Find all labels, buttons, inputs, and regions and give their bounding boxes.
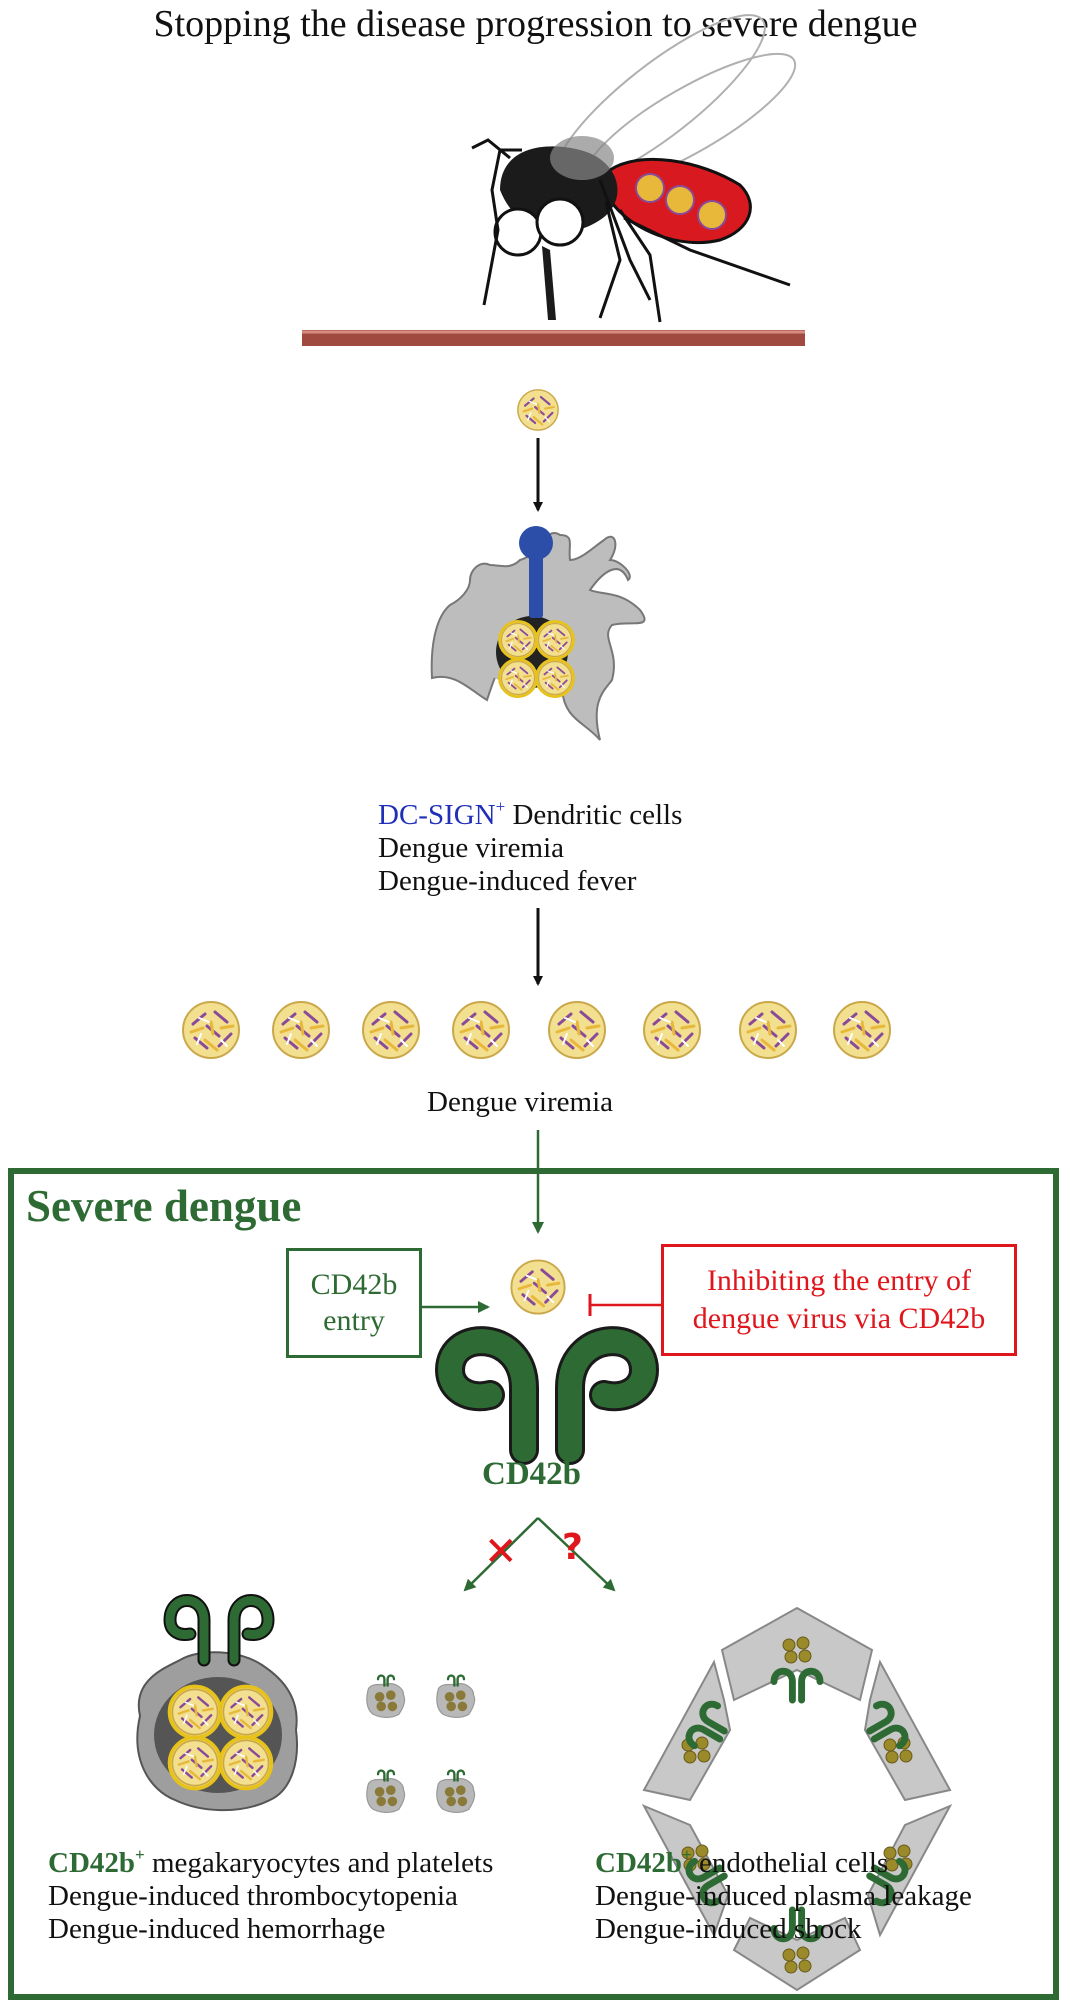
virus-icon xyxy=(361,1000,421,1060)
endothelial-marker: CD42b xyxy=(595,1847,683,1879)
megakaryocyte-line3: Dengue-induced hemorrhage xyxy=(48,1913,386,1945)
endothelial-line2: Dengue-induced plasma leakage xyxy=(595,1880,972,1912)
arrow-to-megakaryocytes xyxy=(463,1517,539,1592)
severe-dengue-box xyxy=(8,1168,1059,2000)
severe-dengue-title: Severe dengue xyxy=(26,1181,302,1231)
viremia-row xyxy=(181,1000,892,1060)
virus-icon xyxy=(181,1000,241,1060)
megakaryocyte-sup: + xyxy=(135,1845,145,1864)
dc-sign-marker: DC-SIGN xyxy=(378,799,496,831)
endothelial-cell: endothelial cells xyxy=(691,1847,889,1879)
endothelial-line1: CD42b+ endothelial cells xyxy=(595,1845,972,1880)
cd42b-entry-line2: entry xyxy=(323,1304,385,1337)
dendritic-cell-name: Dendritic cells xyxy=(505,799,683,831)
virus-icon xyxy=(738,1000,798,1060)
mosquito-icon xyxy=(471,14,797,323)
endothelial-line3: Dengue-induced shock xyxy=(595,1913,862,1945)
dendritic-cell-line3: Dengue-induced fever xyxy=(378,865,637,897)
dendritic-cell-line1: DC-SIGN+ Dendritic cells xyxy=(378,797,683,832)
inhibition-line xyxy=(588,1294,661,1316)
cd42b-receptor-label: CD42b xyxy=(482,1456,582,1492)
virus-icon xyxy=(516,388,560,432)
blocked-x-icon: ✕ xyxy=(484,1529,518,1575)
endothelial-sup: + xyxy=(682,1845,692,1864)
dendritic-cell-icon xyxy=(430,526,646,741)
megakaryocyte-marker: CD42b xyxy=(48,1847,136,1879)
inhibition-box: Inhibiting the entry of dengue virus via… xyxy=(661,1244,1017,1356)
virus-icon xyxy=(547,1000,607,1060)
unknown-question-icon: ? xyxy=(562,1527,583,1568)
virus-icon xyxy=(451,1000,511,1060)
megakaryocyte-line1: CD42b+ megakaryocytes and platelets xyxy=(48,1845,494,1880)
arrow-to-endothelial xyxy=(537,1517,616,1592)
cd42b-entry-box: CD42b entry xyxy=(286,1248,422,1358)
viremia-label: Dengue viremia xyxy=(427,1086,614,1118)
cd42b-receptor-icon xyxy=(434,1326,660,1465)
megakaryocyte-line2: Dengue-induced thrombocytopenia xyxy=(48,1880,458,1912)
endothelial-ring-icon xyxy=(641,1606,953,1992)
virus-icon xyxy=(271,1000,331,1060)
virus-icon xyxy=(832,1000,892,1060)
dendritic-cell-caption: DC-SIGN+ Dendritic cells Dengue viremia … xyxy=(378,797,683,898)
skin-line-icon xyxy=(302,330,805,346)
cd42b-entry-line1: CD42b xyxy=(310,1268,398,1301)
dc-sign-sup: + xyxy=(495,797,506,816)
inhibition-line1: Inhibiting the entry of xyxy=(706,1264,972,1297)
endothelial-caption: CD42b+ endothelial cells Dengue-induced … xyxy=(595,1845,972,1946)
megakaryocyte-caption: CD42b+ megakaryocytes and platelets Deng… xyxy=(48,1845,494,1946)
megakaryocyte-cell: megakaryocytes and platelets xyxy=(144,1847,494,1879)
page-title: Stopping the disease progression to seve… xyxy=(153,3,918,45)
inhibition-line2: dengue virus via CD42b xyxy=(692,1302,986,1335)
dendritic-cell-line2: Dengue viremia xyxy=(378,832,565,864)
virus-icon xyxy=(642,1000,702,1060)
megakaryocyte-icon xyxy=(136,1594,298,1812)
